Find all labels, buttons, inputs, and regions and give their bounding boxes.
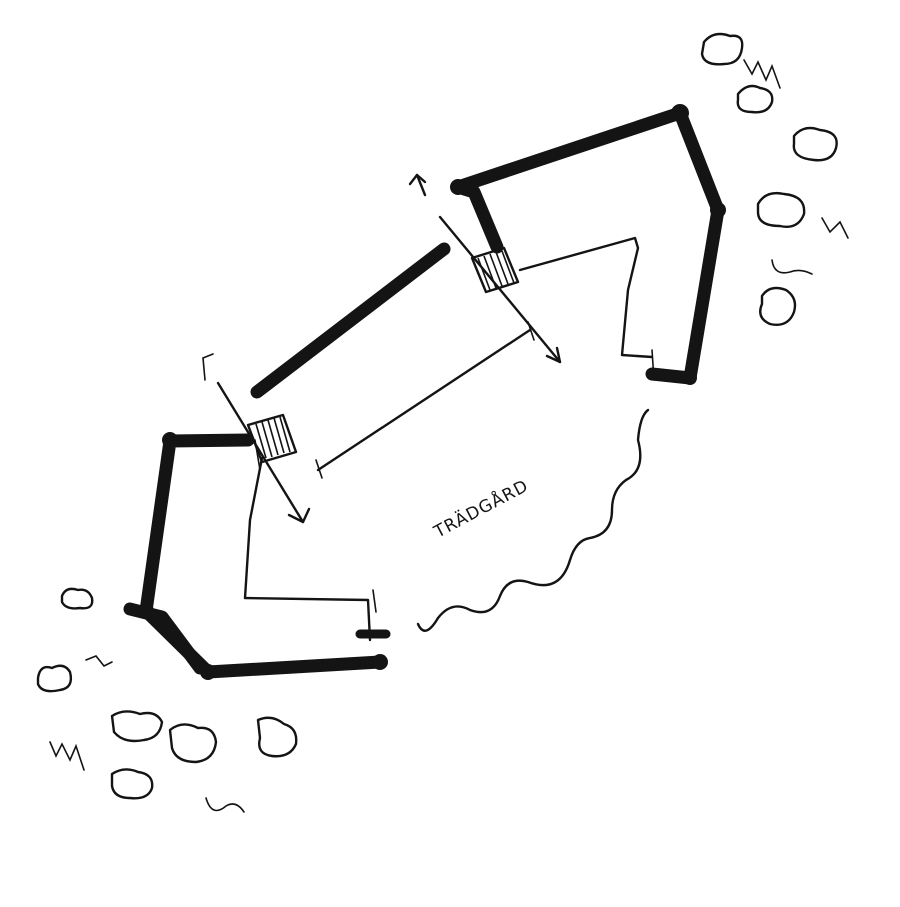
section-arrow-lower — [202, 353, 311, 524]
lower-left-wing-outline — [243, 456, 391, 642]
hatched-opening-upper — [470, 246, 520, 294]
tree-shrubs-upper-right — [700, 32, 849, 326]
upper-right-wing-outline — [518, 236, 655, 381]
hatched-opening-lower — [246, 413, 298, 471]
garden-outline — [416, 408, 650, 632]
lower-left-wing-walls — [123, 432, 388, 680]
corridor-wall — [250, 242, 451, 399]
upper-right-wing-walls — [450, 104, 726, 385]
garden-label: TRÄDGÅRD — [429, 474, 532, 543]
tree-shrubs-lower-left — [36, 587, 298, 813]
corridor-outline — [315, 321, 535, 479]
section-arrow-upper — [408, 173, 562, 364]
